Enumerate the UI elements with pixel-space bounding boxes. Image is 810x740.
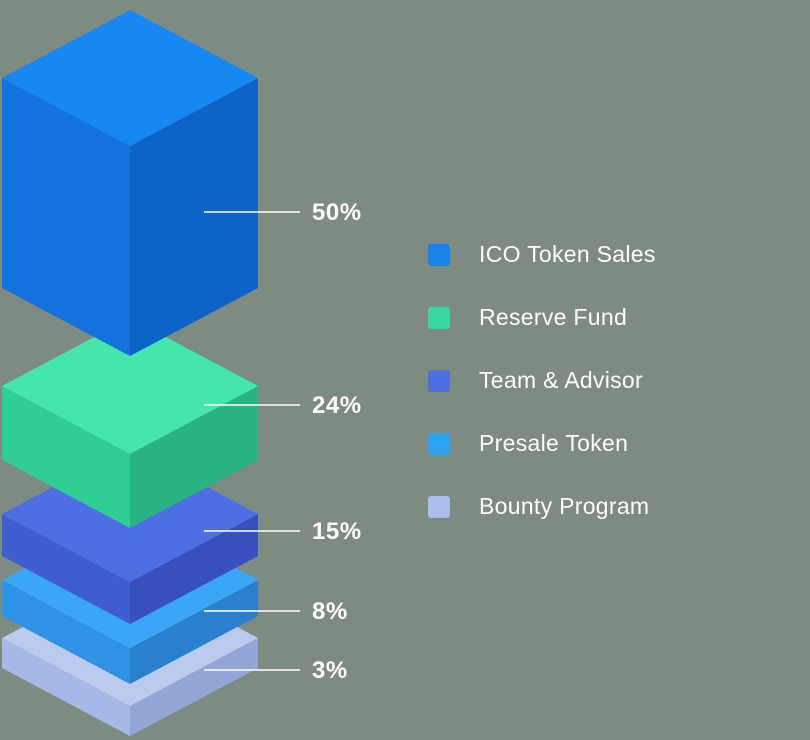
legend-item-bounty-program: Bounty Program xyxy=(428,493,656,520)
legend-swatch-bounty-program xyxy=(428,495,450,518)
reserve-fund-block-right-face xyxy=(130,386,258,528)
presale-token-percent-label: 8% xyxy=(312,598,348,625)
legend-item-team-advisor: Team & Advisor xyxy=(428,367,656,394)
ico-token-sales-block-top-face xyxy=(2,10,258,146)
reserve-fund-percent-label: 24% xyxy=(312,392,362,419)
legend-swatch-presale-token xyxy=(428,432,450,455)
legend-label-bounty-program: Bounty Program xyxy=(479,493,650,519)
legend-swatch-ico-token-sales xyxy=(428,243,450,266)
legend-swatch-team-advisor xyxy=(428,369,450,392)
team-advisor-block-right-face xyxy=(130,514,258,624)
legend-label-ico-token-sales: ICO Token Sales xyxy=(479,241,656,267)
ico-token-sales-percent-label: 50% xyxy=(312,199,362,226)
team-advisor-percent-label: 15% xyxy=(312,518,362,545)
bounty-program-block-left-face xyxy=(2,638,130,736)
legend-label-team-advisor: Team & Advisor xyxy=(479,367,643,393)
legend-label-presale-token: Presale Token xyxy=(479,430,629,456)
bounty-program-block-right-face xyxy=(130,638,258,736)
presale-token-block-right-face xyxy=(130,580,258,684)
legend-label-reserve-fund: Reserve Fund xyxy=(479,304,628,330)
ico-token-sales-block-right-face xyxy=(130,78,258,356)
presale-token-block-left-face xyxy=(2,580,130,684)
legend-swatch-reserve-fund xyxy=(428,306,450,329)
legend-item-reserve-fund: Reserve Fund xyxy=(428,304,656,331)
legend-item-presale-token: Presale Token xyxy=(428,430,656,457)
reserve-fund-block-top-face xyxy=(2,318,258,454)
team-advisor-block-left-face xyxy=(2,514,130,624)
legend-item-ico-token-sales: ICO Token Sales xyxy=(428,241,656,268)
bounty-program-percent-label: 3% xyxy=(312,657,348,684)
ico-token-sales-block-left-face xyxy=(2,78,130,356)
reserve-fund-block-left-face xyxy=(2,386,130,528)
